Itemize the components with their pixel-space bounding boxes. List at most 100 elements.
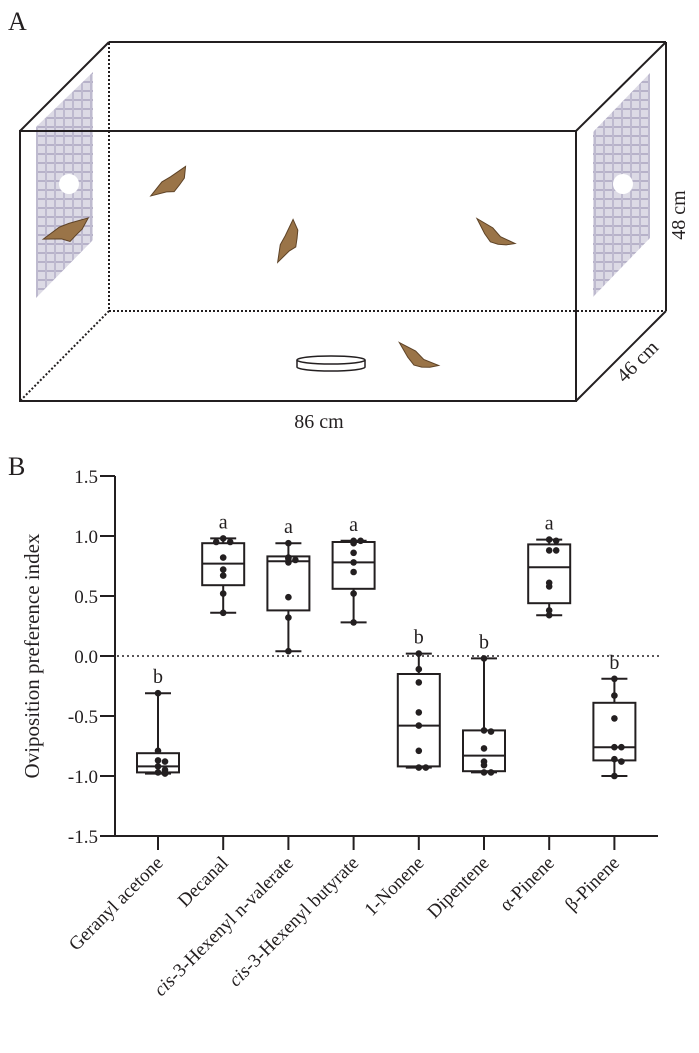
box-plot: a: [331, 514, 376, 626]
data-point: [415, 764, 423, 771]
left-mesh-panel: [36, 72, 93, 298]
data-point: [219, 554, 227, 561]
box-plot: a: [527, 513, 572, 619]
data-point: [545, 547, 553, 554]
hidden-edges: [19, 43, 666, 402]
moth-icon: [276, 218, 299, 264]
data-point: [154, 747, 162, 755]
data-point: [545, 536, 553, 543]
data-point: [154, 763, 162, 770]
panel-a-diagram: A: [8, 7, 690, 433]
box-plot: b: [396, 627, 441, 771]
x-axis: [100, 835, 658, 850]
data-point: [487, 769, 495, 776]
category-label: Dipentene: [423, 853, 493, 923]
data-point: [212, 538, 220, 546]
box-plot: b: [462, 631, 506, 776]
data-point: [219, 572, 227, 579]
data-point: [552, 547, 560, 554]
data-point: [487, 728, 495, 735]
data-point: [154, 757, 162, 764]
box-edges: [19, 41, 667, 402]
data-point: [226, 538, 234, 546]
category-label: 1-Nonene: [361, 853, 429, 921]
category-label: β-Pinene: [561, 853, 624, 916]
data-point: [357, 537, 364, 545]
data-point: [292, 556, 299, 564]
data-point: [611, 675, 618, 683]
depth-dimension-label: 46 cm: [613, 336, 664, 387]
data-point: [285, 647, 292, 655]
data-point: [618, 743, 625, 751]
data-point: [350, 590, 357, 597]
y-axis: 1.5 1.0 0.5 0.0 -0.5 -1.0 -1.5: [68, 467, 116, 848]
box-plot: a: [266, 516, 311, 655]
data-point: [422, 764, 430, 771]
moth-icon: [149, 165, 187, 197]
data-point: [219, 535, 227, 542]
significance-letter: a: [545, 513, 554, 535]
data-point: [480, 727, 488, 734]
data-point: [350, 559, 357, 566]
category-label: cis-3-Hexenyl butyrate: [225, 853, 363, 991]
y-tick-label: -1.5: [68, 827, 98, 848]
height-dimension-label: 48 cm: [668, 190, 690, 240]
category-label: Decanal: [174, 853, 233, 912]
data-point: [219, 609, 227, 617]
y-axis-title: Oviposition preference index: [20, 533, 44, 778]
data-point: [611, 692, 618, 699]
left-hole-icon: [59, 174, 79, 194]
data-point: [480, 745, 488, 752]
box-plots: b a a a b b a b: [136, 511, 637, 780]
data-point: [552, 537, 560, 545]
panel-b-label: B: [8, 452, 25, 481]
data-point: [154, 769, 162, 776]
data-point: [285, 593, 292, 601]
right-hole-icon: [613, 174, 633, 194]
data-point: [480, 769, 488, 776]
y-tick-label: -0.5: [68, 707, 98, 728]
category-label: α-Pinene: [496, 853, 559, 916]
data-point: [611, 772, 618, 780]
y-tick-label: 0.5: [74, 587, 98, 608]
significance-letter: b: [414, 627, 424, 649]
y-tick-label: -1.0: [68, 767, 98, 788]
data-point: [415, 665, 423, 673]
data-point: [285, 614, 292, 621]
box-plot: a: [201, 511, 246, 617]
data-point: [545, 607, 553, 614]
significance-letter: a: [349, 514, 358, 536]
data-point: [350, 568, 357, 576]
data-point: [350, 539, 357, 547]
petri-dish-icon: [296, 355, 366, 372]
data-point: [480, 761, 488, 769]
data-point: [415, 747, 423, 755]
y-tick-label: 1.5: [74, 467, 98, 488]
significance-letter: a: [284, 516, 293, 538]
category-label: Geranyl acetone: [65, 853, 168, 956]
data-point: [480, 655, 488, 662]
data-point: [415, 709, 423, 716]
box-plot: b: [136, 666, 180, 777]
panel-b-chart: B Oviposition preference index 1.5 1.0 0.5…: [8, 452, 661, 1001]
y-tick-label: 0.0: [74, 647, 98, 668]
panel-a-label: A: [8, 7, 27, 36]
length-dimension-label: 86 cm: [294, 411, 344, 433]
data-point: [219, 590, 227, 597]
moth-icon: [41, 217, 90, 243]
y-tick-label: 1.0: [74, 527, 98, 548]
data-point: [611, 743, 618, 751]
significance-letter: b: [609, 652, 619, 674]
data-point: [285, 559, 292, 566]
data-point: [611, 715, 618, 722]
data-point: [415, 722, 423, 729]
data-point: [285, 539, 292, 547]
data-point: [219, 566, 227, 573]
significance-letter: b: [153, 666, 163, 688]
data-point: [618, 758, 625, 765]
data-point: [545, 611, 553, 619]
box-plot: b: [592, 652, 637, 780]
significance-letter: a: [219, 511, 228, 533]
